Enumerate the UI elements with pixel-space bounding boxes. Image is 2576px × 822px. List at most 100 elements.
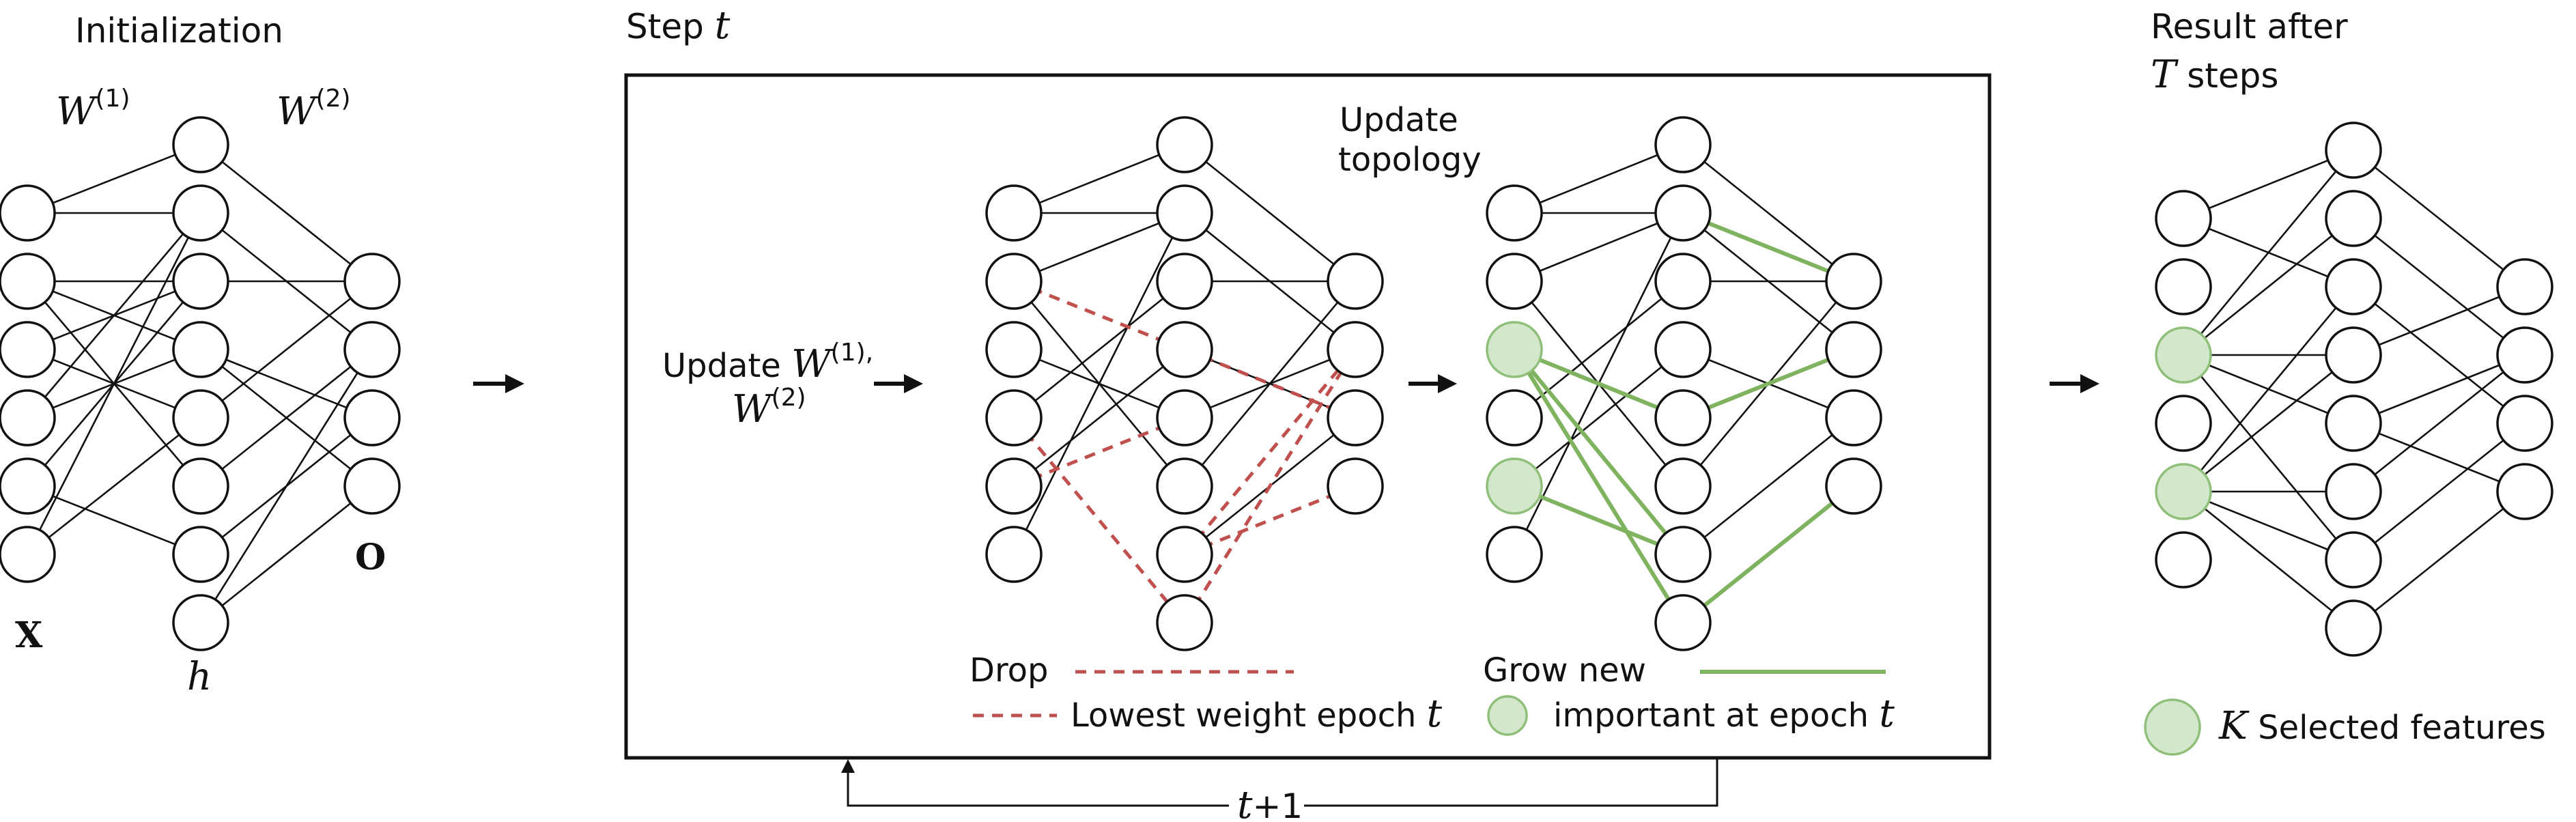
output-node: [2496, 463, 2553, 520]
hidden-node: [1654, 253, 1712, 310]
output-node: [1327, 253, 1384, 310]
output-node: [1327, 457, 1384, 515]
update-weights-label-line1: Update W(1),: [662, 339, 873, 386]
output-node: [1825, 321, 1882, 378]
hidden-node: [2325, 395, 2382, 452]
hidden-node: [1156, 253, 1213, 310]
result-panel: Result after T steps: [2144, 7, 2553, 756]
input-node: [2155, 531, 2212, 589]
output-label: O: [355, 537, 386, 578]
grow-network: [1486, 116, 1882, 651]
output-node: [2496, 326, 2553, 384]
input-node: [2155, 190, 2212, 247]
input-node: [0, 253, 56, 310]
hidden-node: [172, 594, 229, 651]
result-title-line2: T steps: [2151, 53, 2278, 97]
legend-grow-label: Grow new: [1483, 651, 1646, 690]
arrow-init-to-step: [473, 374, 524, 393]
init-edges: [26, 143, 373, 624]
input-node: [1486, 526, 1543, 583]
selected-input-node: [2155, 463, 2212, 520]
hidden-node: [172, 253, 229, 310]
hidden-node: [1156, 184, 1213, 242]
step-frame: [624, 73, 1992, 760]
result-input-nodes: [2155, 190, 2212, 589]
init-input-nodes: [0, 184, 56, 583]
input-node: [985, 184, 1043, 242]
input-node: [985, 389, 1043, 447]
hidden-node: [1654, 594, 1712, 651]
input-node: [0, 457, 56, 515]
input-node: [0, 389, 56, 447]
update-topology-line2: topology: [1338, 141, 1482, 179]
input-node: [2155, 258, 2212, 315]
output-node: [343, 457, 401, 515]
hidden-node: [172, 184, 229, 242]
hidden-node: [1654, 457, 1712, 515]
hidden-node: [172, 526, 229, 583]
input-node: [1486, 389, 1543, 447]
loop-label: t+1: [1237, 783, 1303, 822]
output-node: [343, 321, 401, 378]
hidden-node: [1654, 526, 1712, 583]
input-node: [985, 321, 1043, 378]
arrow-update-to-net: [874, 374, 923, 393]
step-panel: Step t Update W(1), W(2): [624, 3, 1992, 760]
update-weights-label-line2: W(2): [732, 384, 806, 431]
hidden-node: [2325, 463, 2382, 520]
legend-important-label: important at epoch t: [1553, 692, 1895, 736]
arrow-drop-to-grow: [1409, 374, 1457, 393]
grow-network-output-nodes: [1825, 253, 1882, 515]
feedback-loop: t+1: [841, 758, 1718, 822]
hidden-node: [1654, 184, 1712, 242]
grow-network-new-edges: [1512, 211, 1855, 625]
hidden-node: [172, 116, 229, 173]
hidden-node: [2325, 258, 2382, 315]
important-input-node: [1486, 457, 1543, 515]
legend-drop-label: Drop: [969, 651, 1048, 690]
input-label: X: [15, 614, 43, 656]
result-title-line1: Result after: [2151, 7, 2348, 46]
grow-network-hidden-nodes: [1654, 116, 1712, 651]
legend-lowest-label: Lowest weight epoch t: [1071, 692, 1443, 736]
important-input-node: [1486, 321, 1543, 378]
hidden-label: h: [187, 655, 212, 699]
drop-network-dropped-edges: [1013, 279, 1357, 624]
result-legend: K Selected features: [2144, 698, 2546, 756]
grow-network-input-nodes: [1486, 184, 1543, 583]
output-node: [343, 389, 401, 447]
legend-important-marker: [1487, 695, 1528, 736]
hidden-node: [1156, 116, 1213, 173]
input-node: [0, 321, 56, 378]
hidden-node: [1654, 389, 1712, 447]
input-node: [0, 526, 56, 583]
input-node: [985, 457, 1043, 515]
hidden-node: [1654, 321, 1712, 378]
hidden-node: [1156, 389, 1213, 447]
input-node: [1486, 184, 1543, 242]
result-legend-marker: [2144, 698, 2201, 756]
result-hidden-nodes: [2325, 122, 2382, 657]
hidden-node: [1654, 116, 1712, 173]
input-node: [2155, 395, 2212, 452]
initialization-title: Initialization: [75, 11, 283, 51]
drop-network-input-nodes: [985, 184, 1043, 583]
hidden-node: [2325, 599, 2382, 657]
hidden-node: [2325, 531, 2382, 589]
step-legend: Drop Lowest weight epoch t Grow new impo…: [969, 651, 1895, 736]
input-node: [985, 526, 1043, 583]
hidden-node: [2325, 190, 2382, 247]
output-node: [1825, 457, 1882, 515]
update-topology-line1: Update: [1340, 101, 1458, 139]
input-node: [1486, 253, 1543, 310]
drop-network: [985, 116, 1384, 651]
output-node: [343, 253, 401, 310]
hidden-node: [1156, 526, 1213, 583]
hidden-node: [1156, 457, 1213, 515]
output-node: [2496, 258, 2553, 315]
output-node: [1327, 389, 1384, 447]
step-title: Step t: [626, 3, 731, 48]
input-node: [0, 184, 56, 242]
selected-input-node: [2155, 326, 2212, 384]
